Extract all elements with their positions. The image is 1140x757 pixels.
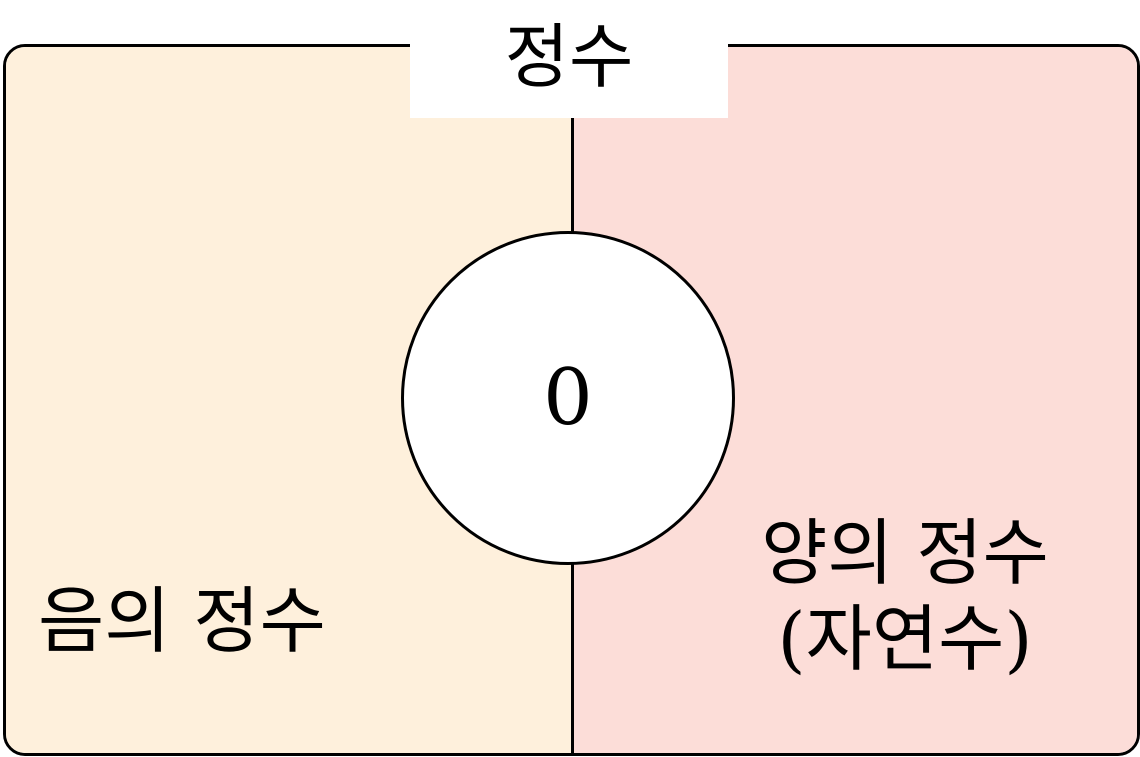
set-title-text: 정수	[504, 16, 634, 98]
negative-integers-label: 음의 정수	[38, 579, 326, 663]
integer-set-box	[3, 44, 1140, 756]
zero-circle: 0	[401, 231, 735, 565]
positive-integers-label-line2: (자연수)	[777, 597, 1033, 682]
positive-integers-label-line1: 양의 정수	[761, 511, 1049, 595]
zero-label: 0	[543, 353, 593, 443]
set-title: 정수	[410, 0, 728, 118]
positive-integers-label: 양의 정수 (자연수)	[686, 510, 1124, 683]
